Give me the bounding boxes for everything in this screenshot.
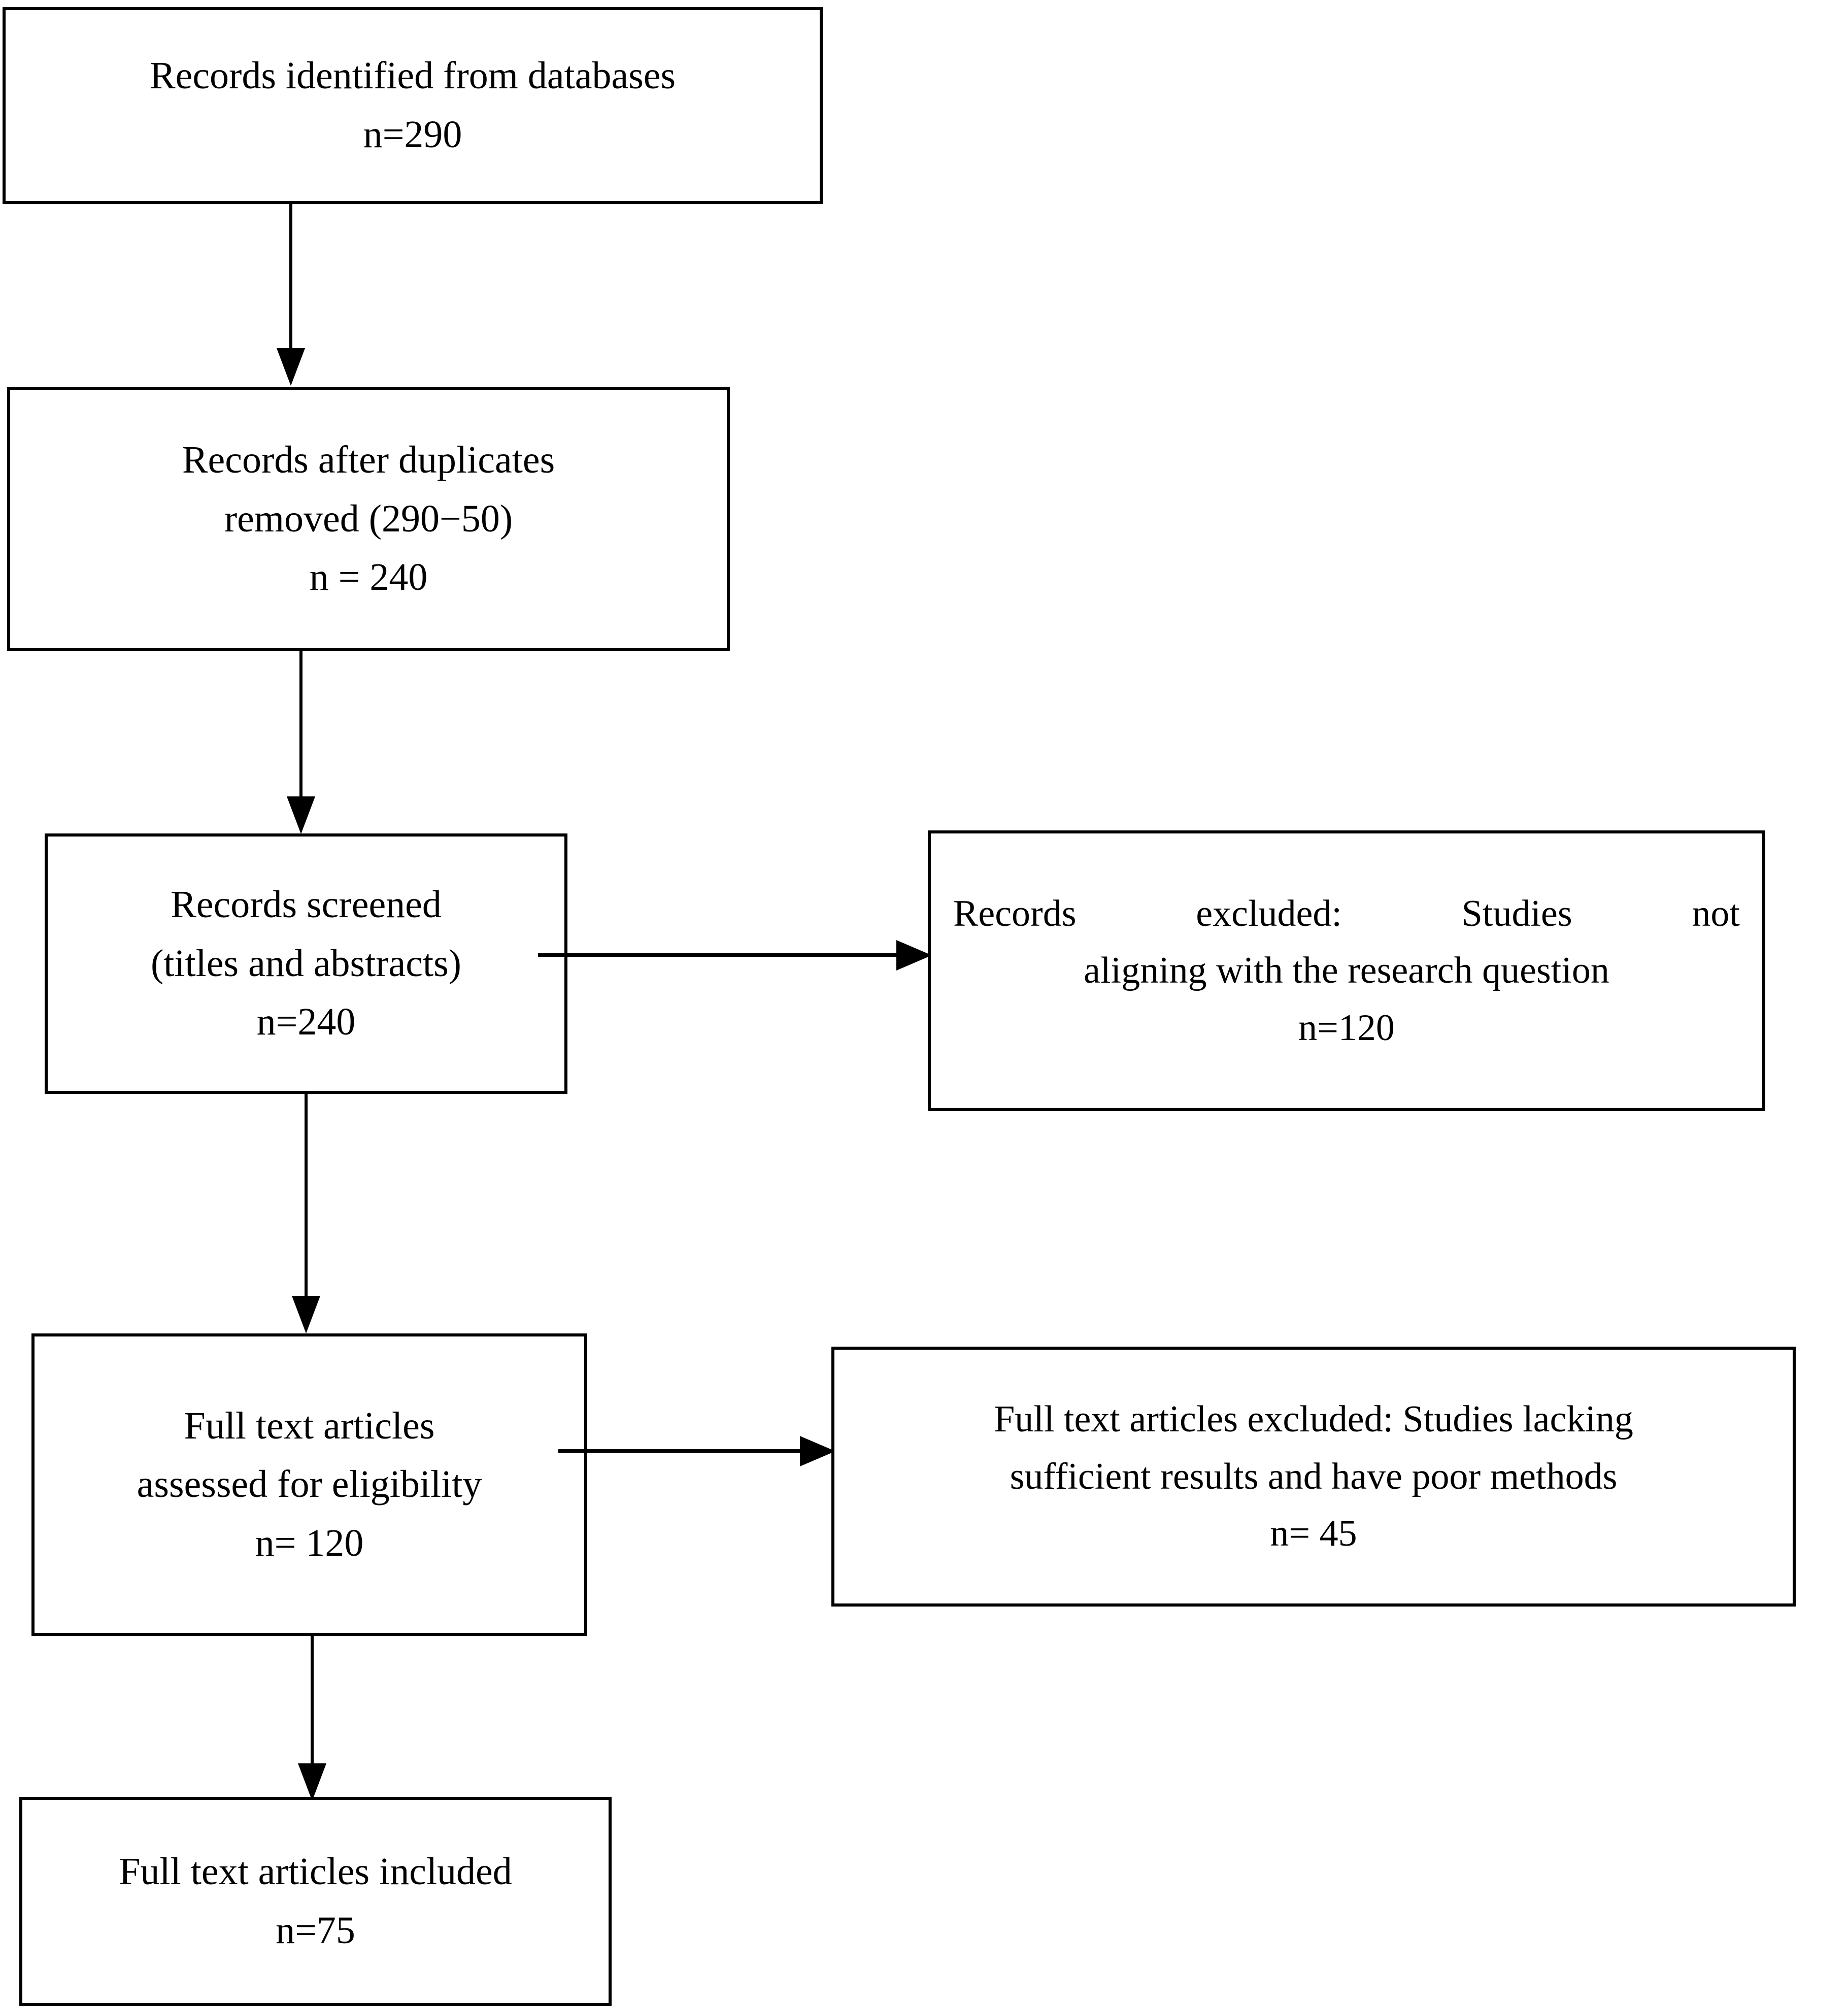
- arrowhead-duplicates-to-screened: [287, 796, 315, 834]
- arrowhead-screened-to-eligibility: [292, 1296, 320, 1333]
- node-fulltext-eligibility-line-2: assessed for eligibility: [137, 1463, 482, 1506]
- connector-duplicates-to-screened: [299, 651, 303, 798]
- node-fulltext-included: Full text articles included n=75: [19, 1797, 612, 2006]
- connector-screened-to-excluded: [538, 953, 897, 957]
- node-fulltext-included-line-2: n=75: [276, 1909, 355, 1952]
- node-fulltext-eligibility: Full text articles assessed for eligibil…: [31, 1333, 587, 1636]
- node-fulltext-excluded-line-2: sufficient results and have poor methods: [1010, 1455, 1618, 1497]
- connector-eligibility-to-excluded: [558, 1449, 802, 1453]
- node-fulltext-excluded-line-1: Full text articles excluded: Studies lac…: [994, 1398, 1633, 1441]
- node-records-excluded: Records excluded: Studies not aligning w…: [928, 830, 1765, 1111]
- node-records-excluded-line-3: n=120: [1298, 1007, 1395, 1049]
- node-records-after-duplicates-line-1: Records after duplicates: [182, 439, 555, 482]
- node-records-screened: Records screened (titles and abstracts) …: [45, 833, 567, 1094]
- node-fulltext-excluded-line-3: n= 45: [1270, 1513, 1357, 1555]
- connector-screened-to-eligibility: [305, 1094, 308, 1298]
- node-records-screened-line-2: (titles and abstracts): [150, 942, 461, 985]
- node-fulltext-eligibility-line-3: n= 120: [255, 1521, 364, 1564]
- node-records-excluded-line-2: aligning with the research question: [1084, 950, 1609, 992]
- connector-eligibility-to-included: [311, 1635, 314, 1766]
- node-fulltext-included-line-1: Full text articles included: [119, 1850, 512, 1893]
- node-records-after-duplicates-line-2: removed (290−50): [224, 497, 513, 540]
- node-records-identified-line-2: n=290: [363, 113, 462, 156]
- node-records-screened-line-3: n=240: [256, 1000, 356, 1044]
- arrowhead-identified-to-duplicates: [277, 348, 305, 386]
- node-records-excluded-line-1: Records excluded: Studies not: [953, 892, 1740, 934]
- node-records-after-duplicates-line-3: n = 240: [309, 556, 428, 599]
- node-records-after-duplicates: Records after duplicates removed (290−50…: [7, 387, 730, 651]
- connector-identified-to-duplicates: [289, 204, 292, 350]
- node-fulltext-excluded: Full text articles excluded: Studies lac…: [831, 1347, 1796, 1607]
- node-records-identified-line-1: Records identified from databases: [149, 54, 676, 97]
- node-records-screened-line-1: Records screened: [171, 883, 442, 926]
- node-records-identified: Records identified from databases n=290: [3, 7, 823, 204]
- arrowhead-screened-to-excluded: [896, 940, 932, 971]
- arrowhead-eligibility-to-included: [298, 1763, 326, 1801]
- node-fulltext-eligibility-line-1: Full text articles: [184, 1404, 435, 1447]
- arrowhead-eligibility-to-excluded: [800, 1436, 835, 1466]
